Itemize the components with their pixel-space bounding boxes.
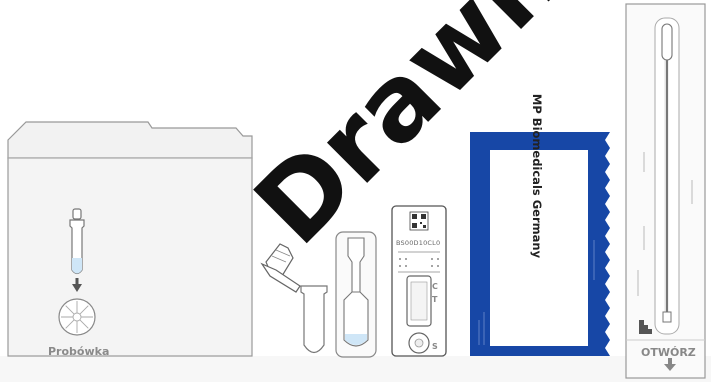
kit-box	[8, 122, 252, 356]
floor-shadow	[0, 356, 711, 382]
sample-well-marker: S	[432, 342, 438, 351]
dropper-cap	[262, 244, 300, 292]
control-line-marker: C	[432, 282, 438, 291]
cassette-code: BS00D10CL0	[396, 239, 440, 247]
buffer-ampoule	[336, 232, 376, 357]
tube-holder-icon	[59, 299, 95, 335]
pouch-label-text: MP Biomedicals Germany	[530, 94, 544, 258]
test-cassette	[392, 206, 446, 356]
test-line-marker: T	[432, 295, 437, 304]
swab-package	[626, 4, 705, 378]
box-label: Probówka	[48, 345, 109, 358]
open-label: OTWÓRZ	[641, 346, 696, 359]
extraction-tube	[301, 286, 327, 353]
